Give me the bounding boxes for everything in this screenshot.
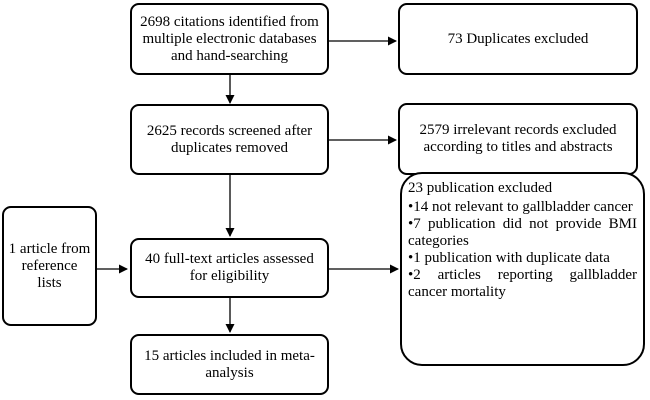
full-text-box: 40 full-text articles assessed for eligi… — [130, 238, 329, 298]
publications-excluded-content: 23 publication excluded 14 not relevant … — [402, 174, 643, 364]
excluded-reason-item: 14 not relevant to gallbladder cancer — [408, 199, 637, 216]
excluded-title: 23 publication excluded — [408, 180, 553, 196]
excluded-reason-item: 2 articles reporting gallbladder cancer … — [408, 267, 637, 301]
identified-text: 2698 citations identified from multiple … — [140, 13, 319, 64]
full-text-text: 40 full-text articles assessed for eligi… — [145, 251, 314, 284]
publications-excluded-box: 23 publication excluded 14 not relevant … — [400, 172, 645, 366]
screened-box: 2625 records screened after duplicates r… — [130, 104, 329, 175]
reference-lists-text: 1 article from reference lists — [8, 240, 91, 291]
duplicates-excluded-box: 73 Duplicates excluded — [398, 3, 638, 75]
included-text: 15 articles included in meta-analysis — [144, 347, 315, 381]
excluded-reason-item: 1 publication with duplicate data — [408, 250, 637, 267]
irrelevant-excluded-text: 2579 irrelevant records excluded accordi… — [419, 122, 617, 155]
reference-lists-box: 1 article from reference lists — [2, 206, 97, 326]
included-box: 15 articles included in meta-analysis — [130, 334, 329, 395]
screened-text: 2625 records screened after duplicates r… — [146, 122, 313, 156]
identified-box: 2698 citations identified from multiple … — [130, 3, 329, 75]
excluded-reason-item: 7 publication did not provide BMI catego… — [408, 216, 637, 250]
irrelevant-excluded-box: 2579 irrelevant records excluded accordi… — [398, 103, 638, 175]
duplicates-excluded-text: 73 Duplicates excluded — [447, 30, 589, 47]
